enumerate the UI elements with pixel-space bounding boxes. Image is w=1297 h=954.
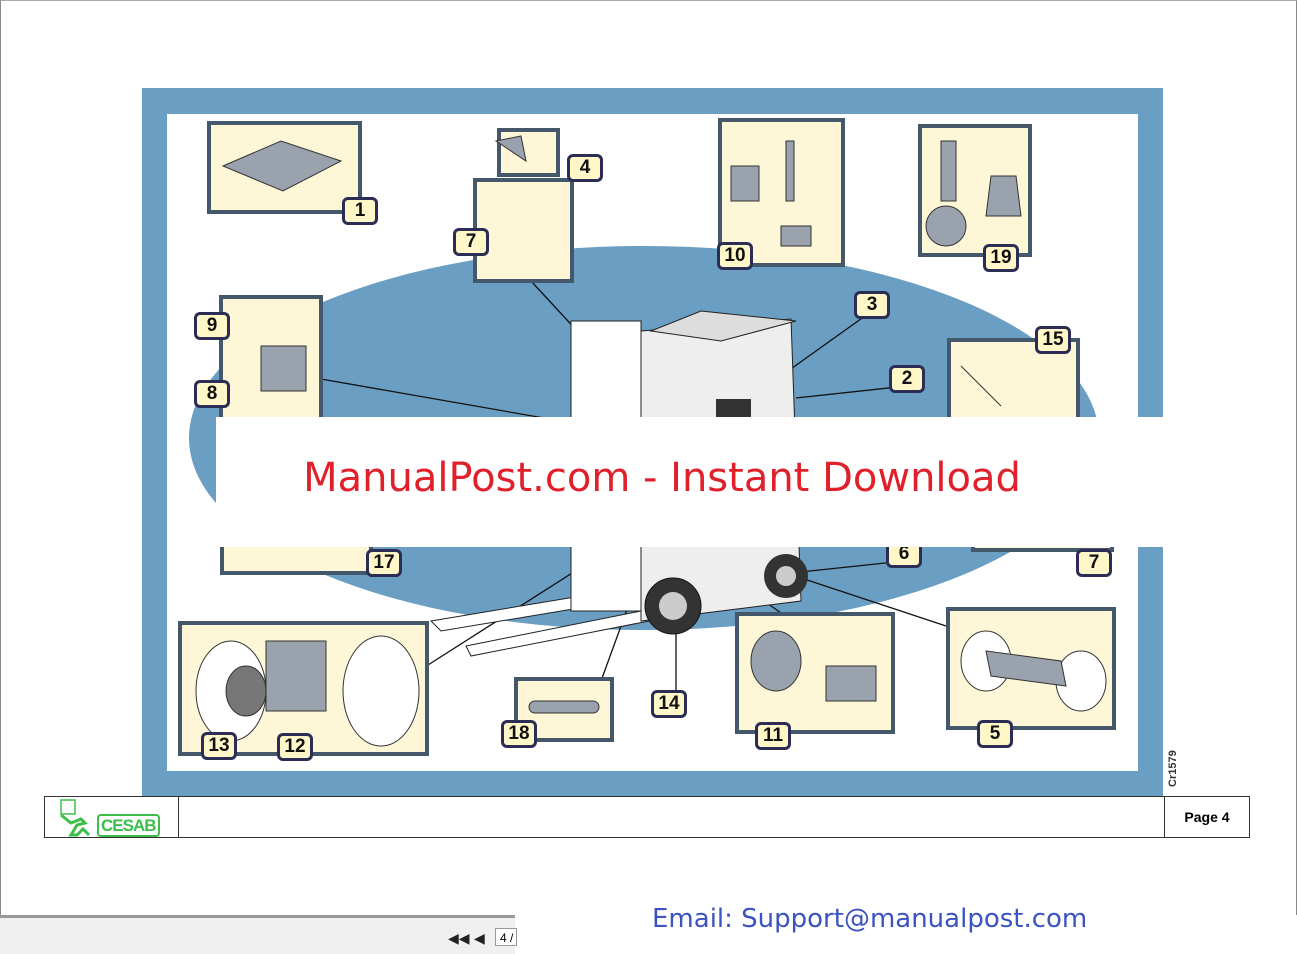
callout-2: 2 — [889, 365, 925, 393]
logo-forklift-icon — [60, 799, 91, 837]
callout-7: 7 — [453, 228, 489, 256]
viewer-toolbar: ◀◀ ◀ 4 / — [0, 915, 517, 954]
callout-9: 9 — [194, 312, 230, 340]
callout-13: 13 — [201, 732, 237, 760]
cesab-logo: CESAB — [45, 797, 179, 837]
callout-3: 3 — [854, 291, 890, 319]
document-page: 1 4 7 10 19 3 15 2 9 8 17 6 7 14 18 11 5… — [0, 0, 1297, 915]
page-footer: CESAB Page 4 — [44, 796, 1250, 838]
previous-page-button[interactable]: ◀ — [474, 930, 485, 946]
first-page-button[interactable]: ◀◀ — [448, 930, 470, 946]
support-email: Email: Support@manualpost.com — [652, 904, 1088, 934]
callout-10: 10 — [717, 242, 753, 270]
callout-4: 4 — [567, 154, 603, 182]
callout-19: 19 — [983, 244, 1019, 272]
callout-14: 14 — [651, 690, 687, 718]
callout-15: 15 — [1035, 326, 1071, 354]
callout-12: 12 — [277, 733, 313, 761]
diagram-code: Cr1579 — [1167, 750, 1179, 787]
callout-5: 5 — [977, 720, 1013, 748]
callout-17: 17 — [366, 549, 402, 577]
watermark-banner: ManualPost.com - Instant Download — [216, 417, 1164, 547]
callout-18: 18 — [501, 720, 537, 748]
page-number-label: Page 4 — [1164, 797, 1249, 837]
callout-7-right: 7 — [1076, 549, 1112, 577]
callout-11: 11 — [755, 722, 791, 750]
part-sketches — [195, 135, 1107, 747]
callout-8: 8 — [194, 380, 230, 408]
callout-1: 1 — [342, 197, 378, 225]
page-number-input[interactable]: 4 / — [495, 928, 517, 946]
watermark-text: ManualPost.com - Instant Download — [303, 455, 1021, 501]
logo-text: CESAB — [97, 814, 160, 837]
